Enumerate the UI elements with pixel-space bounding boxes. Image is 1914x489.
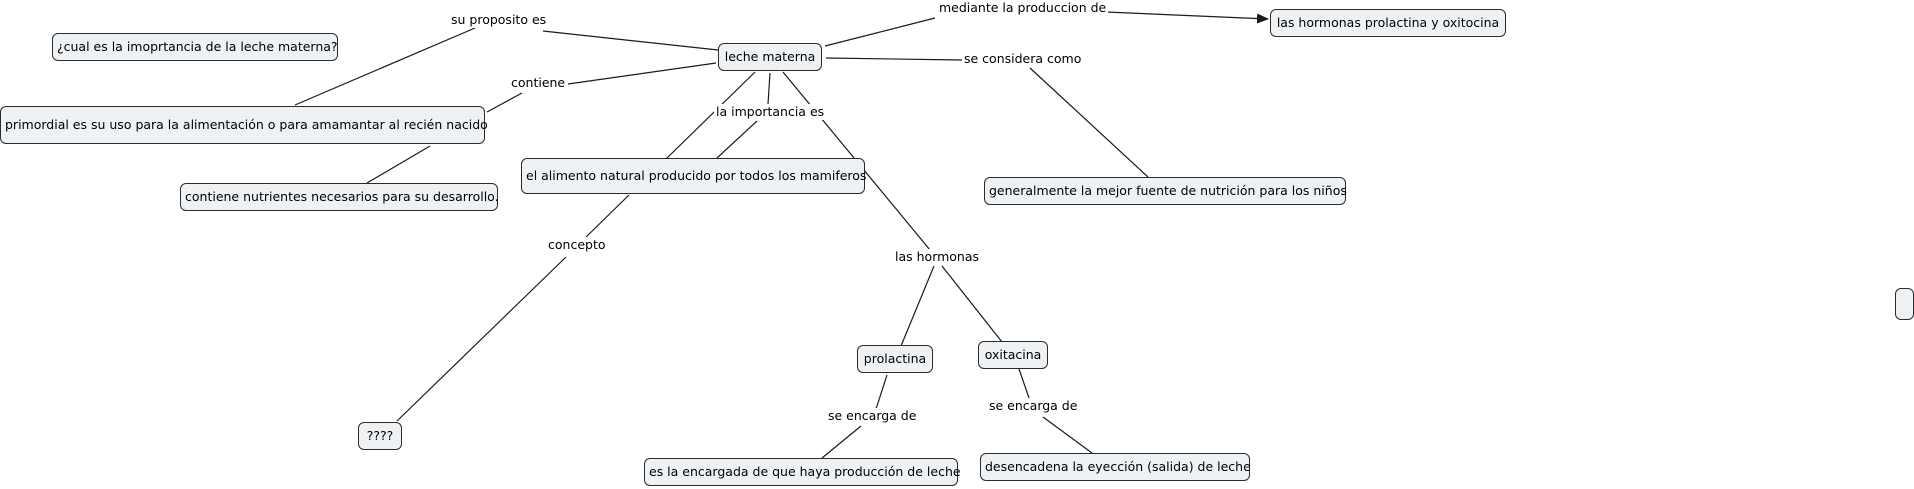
edge-leche-to-contiene [567,62,717,85]
link-label-concepto: concepto [546,237,608,253]
concept-primordial[interactable]: primordial es su uso para la alimentació… [0,106,488,144]
edge-concepto-to-unknown [396,256,567,422]
edge-primordial-to-proposito [294,27,476,106]
edge-encarga-2-to-eyeccion [1042,416,1093,454]
link-label-importancia: la importancia es [714,104,827,120]
edge-leche-to-mediante [824,17,936,47]
concept-nutrientes[interactable]: contiene nutrientes necesarios para su d… [180,183,499,211]
link-label-encarga-1: se encarga de [826,408,919,424]
edge-considera-to-fuente [1029,67,1149,178]
edge-las-hormonas-to-prolactina [900,265,935,347]
edge-leche-to-considera [825,57,963,61]
concept-produccion-leche[interactable]: es la encargada de que haya producción d… [644,458,961,486]
link-label-mediante: mediante la produccion de [937,0,1109,16]
concept-mejor-fuente[interactable]: generalmente la mejor fuente de nutrició… [984,177,1347,205]
edge-las-hormonas-to-oxitocina [941,265,1003,343]
edge-encarga-1-to-produccion [821,425,862,459]
concept-prolactina[interactable]: prolactina [857,345,933,373]
edge-importancia-to-alimento [716,120,758,159]
link-label-las-hormonas: las hormonas [893,249,982,265]
concept-alimento-natural[interactable]: el alimento natural producido por todos … [521,158,866,194]
edge-mediante-to-hormonas [1105,11,1269,24]
link-label-proposito: su proposito es [449,12,549,28]
concept-eyeccion-leche[interactable]: desencadena la eyección (salida) de lech… [980,453,1251,481]
edge-prolactina-to-encarga-1 [875,374,888,410]
concept-hormonas-prolactina-oxitocina[interactable]: las hormonas prolactina y oxitocina [1270,9,1506,37]
link-label-encarga-2: se encarga de [987,398,1080,414]
concept-oxitocina[interactable]: oxitacina [978,341,1048,369]
concept-question[interactable]: ¿cual es la imoprtancia de la leche mate… [52,33,338,61]
concept-leche-materna[interactable]: leche materna [718,43,822,71]
edge-leche-to-importancia [767,72,771,105]
edge-oxitocina-to-encarga-2 [1018,368,1030,399]
link-label-contiene: contiene [509,75,568,91]
edge-alimento-to-concepto [583,194,630,240]
edge-primordial-to-nutrientes [366,145,431,184]
edge-proposito-to-leche [542,30,719,51]
concept-unknown[interactable]: ???? [358,422,402,450]
concept-empty[interactable] [1895,288,1914,320]
link-label-considera: se considera como [962,51,1084,67]
edge-contiene-to-primordial [486,92,523,113]
edge-leche-to-alimento [665,71,756,160]
